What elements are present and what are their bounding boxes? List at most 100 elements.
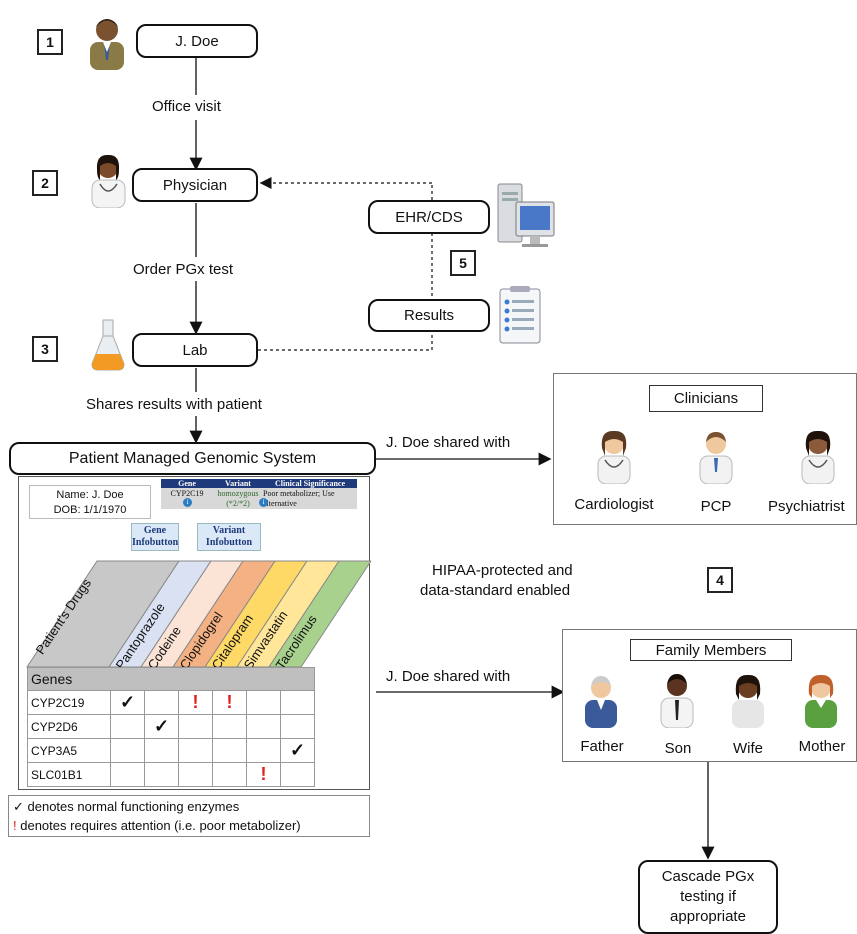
mother-avatar-icon bbox=[801, 670, 841, 728]
gene-infobutton[interactable]: Gene Infobutton bbox=[131, 523, 179, 551]
hipaa-line-2: data-standard enabled bbox=[420, 582, 571, 599]
son-avatar-icon bbox=[657, 668, 697, 729]
table-cell bbox=[280, 762, 315, 787]
family-label-father: Father bbox=[580, 738, 624, 755]
report-header-variant: Variant bbox=[225, 479, 251, 488]
report-header-gene: Gene bbox=[178, 479, 196, 488]
drug-header-band bbox=[26, 560, 371, 668]
edge-label-shared-clinicians: J. Doe shared with bbox=[386, 434, 511, 451]
hipaa-line-1: HIPAA-protected and bbox=[432, 562, 573, 579]
table-cell bbox=[280, 714, 315, 739]
cascade-line-2: testing if bbox=[680, 888, 736, 905]
step-number-5: 5 bbox=[450, 250, 476, 276]
variant-report: Gene Variant Clinical Significance CYP2C… bbox=[161, 479, 357, 509]
attention-icon: ! bbox=[178, 690, 213, 715]
patient-dob: DOB: 1/1/1970 bbox=[53, 504, 127, 516]
legend-attention-text: denotes requires attention (i.e. poor me… bbox=[16, 818, 301, 833]
attention-icon: ! bbox=[212, 690, 247, 715]
table-cell bbox=[178, 714, 213, 739]
table-cell bbox=[178, 738, 213, 763]
table-row: CYP3A5 ✓ bbox=[27, 738, 315, 763]
variant-infobutton[interactable]: Variant Infobutton bbox=[197, 523, 261, 551]
report-variant: homozygous (*2/*2) bbox=[217, 489, 259, 508]
table-cell bbox=[144, 690, 179, 715]
table-row: SLC01B1 ! bbox=[27, 762, 315, 787]
family-label-son: Son bbox=[664, 740, 692, 757]
table-cell bbox=[246, 714, 281, 739]
check-icon: ✓ bbox=[144, 714, 179, 739]
table-cell bbox=[144, 738, 179, 763]
clinician-label-pcp: PCP bbox=[700, 498, 732, 515]
patient-name: Name: J. Doe bbox=[56, 489, 124, 501]
legend-check: ✓ denotes normal functioning enzymes bbox=[13, 799, 240, 814]
table-cell bbox=[144, 762, 179, 787]
family-label-wife: Wife bbox=[733, 740, 763, 757]
legend-attention: ! denotes requires attention (i.e. poor … bbox=[13, 816, 365, 835]
patient-avatar-icon bbox=[82, 10, 132, 70]
clinicians-panel: Clinicians Cardiologist PCP Psychiatrist bbox=[553, 373, 857, 525]
check-icon: ✓ bbox=[110, 690, 145, 715]
table-cell bbox=[110, 738, 145, 763]
report-gene: CYP2C19 bbox=[170, 489, 204, 498]
node-ehr-cds: EHR/CDS bbox=[368, 200, 490, 234]
cascade-line-3: appropriate bbox=[670, 908, 746, 925]
lab-flask-icon bbox=[88, 316, 128, 372]
step-number-1: 1 bbox=[37, 29, 63, 55]
node-cascade-testing: Cascade PGx testing if appropriate bbox=[638, 860, 778, 934]
gene-label: CYP2C19 bbox=[27, 690, 111, 715]
table-cell bbox=[212, 762, 247, 787]
clinician-label-cardiologist: Cardiologist bbox=[574, 496, 654, 513]
gene-label: SLC01B1 bbox=[27, 762, 111, 787]
family-panel: Family Members Father Son bbox=[562, 629, 857, 762]
gene-drug-table: Genes CYP2C19 ✓!! CYP2D6 ✓ CYP3A5 ✓ SLC0… bbox=[27, 667, 315, 787]
node-physician: Physician bbox=[132, 168, 258, 202]
gene-info-icon[interactable]: i bbox=[183, 498, 192, 507]
table-cell bbox=[212, 738, 247, 763]
node-patient: J. Doe bbox=[136, 24, 258, 58]
table-cell bbox=[212, 714, 247, 739]
pcp-avatar-icon bbox=[694, 426, 738, 485]
edge-label-shared-family: J. Doe shared with bbox=[386, 668, 511, 685]
clinicians-title: Clinicians bbox=[649, 385, 763, 412]
father-avatar-icon bbox=[581, 670, 621, 728]
node-results: Results bbox=[368, 299, 490, 332]
node-genomic-system: Patient Managed Genomic System bbox=[9, 442, 376, 475]
check-icon: ✓ bbox=[280, 738, 315, 763]
report-significance: Poor metabolizer; Use alternative bbox=[263, 489, 335, 508]
node-lab: Lab bbox=[132, 333, 258, 367]
edge-label-shares-results: Shares results with patient bbox=[86, 396, 262, 413]
edge-label-order-test: Order PGx test bbox=[133, 261, 234, 278]
report-header-significance: Clinical Significance bbox=[275, 479, 345, 488]
genes-header: Genes bbox=[27, 667, 315, 691]
table-cell bbox=[110, 714, 145, 739]
attention-mark-icon: ! bbox=[13, 818, 17, 833]
table-row: CYP2C19 ✓!! bbox=[27, 690, 315, 715]
results-document-icon bbox=[496, 285, 548, 347]
patient-card: Name: J. Doe DOB: 1/1/1970 bbox=[29, 485, 151, 519]
computer-icon bbox=[492, 180, 558, 260]
gene-label: CYP2D6 bbox=[27, 714, 111, 739]
legend: ✓ denotes normal functioning enzymes ! d… bbox=[8, 795, 370, 837]
table-cell bbox=[110, 762, 145, 787]
genomic-system-panel: Name: J. Doe DOB: 1/1/1970 Gene Variant … bbox=[18, 476, 371, 790]
table-cell bbox=[178, 762, 213, 787]
family-label-mother: Mother bbox=[798, 738, 846, 755]
cardiologist-avatar-icon bbox=[592, 426, 636, 485]
cascade-line-1: Cascade PGx bbox=[661, 868, 755, 885]
step-number-3: 3 bbox=[32, 336, 58, 362]
attention-icon: ! bbox=[246, 762, 281, 787]
table-row: CYP2D6 ✓ bbox=[27, 714, 315, 739]
wife-avatar-icon bbox=[728, 670, 768, 728]
table-cell bbox=[246, 690, 281, 715]
step-number-4: 4 bbox=[707, 567, 733, 593]
variant-info-icon[interactable]: i bbox=[259, 498, 268, 507]
table-cell bbox=[246, 738, 281, 763]
psychiatrist-avatar-icon bbox=[796, 426, 840, 485]
edge-label-office-visit: Office visit bbox=[152, 98, 221, 115]
clinician-label-psychiatrist: Psychiatrist bbox=[768, 498, 845, 515]
physician-avatar-icon bbox=[86, 150, 131, 209]
table-cell bbox=[280, 690, 315, 715]
gene-label: CYP3A5 bbox=[27, 738, 111, 763]
family-title: Family Members bbox=[630, 639, 792, 661]
step-number-2: 2 bbox=[32, 170, 58, 196]
